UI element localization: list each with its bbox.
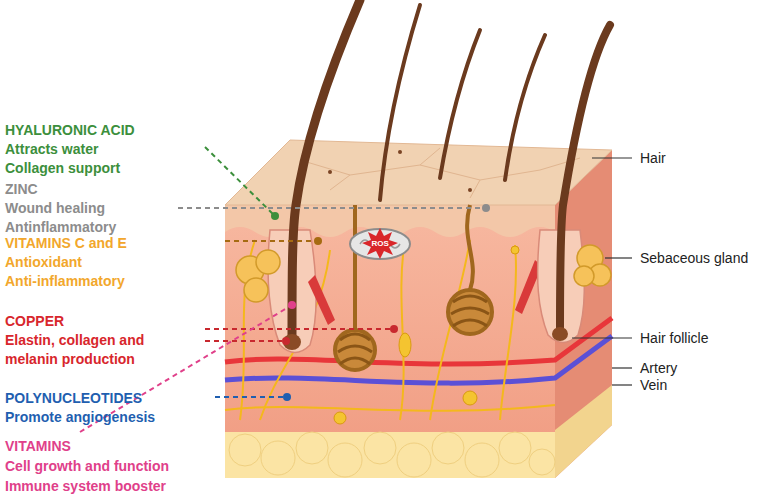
hair-shaft: [380, 5, 420, 200]
coil-lines: [338, 334, 372, 364]
pores: [328, 150, 472, 192]
ingredient-name: HYALURONIC ACID: [5, 121, 135, 140]
leader-copper-1: [205, 328, 394, 330]
fat-cell: [296, 432, 328, 464]
ros-burst: [362, 228, 398, 259]
hair-shaft: [292, 0, 360, 340]
ingredient-effect: Collagen support: [5, 159, 120, 178]
leader-vitamins-ce: [225, 240, 318, 242]
leader-artery: [612, 367, 632, 368]
nerve-endings: [334, 246, 519, 424]
fat-cell: [432, 432, 464, 464]
leader-dot: [283, 393, 291, 401]
ingredient-name: VITAMINS: [5, 437, 71, 456]
fat-cell: [499, 432, 531, 464]
pore: [398, 150, 402, 154]
coil-lines: [451, 296, 489, 326]
fat-cell: [397, 443, 431, 477]
leader-polynucleotides: [215, 396, 287, 398]
vein: [225, 336, 612, 383]
ingredient-effect: Elastin, collagen and melanin production: [5, 331, 190, 369]
ingredient-name: VITAMINS C and E: [5, 234, 127, 253]
ingredient-effect: Promote angiogenesis: [5, 408, 155, 427]
nerve: [225, 405, 555, 411]
hair-shaft: [440, 30, 480, 178]
part-name: Vein: [640, 376, 667, 395]
ingredient-effect: Attracts water: [5, 140, 98, 159]
nerve-ending: [463, 391, 477, 405]
nerve: [400, 240, 405, 420]
dermis-layer: [225, 212, 555, 478]
ingredient-name: ZINC: [5, 180, 38, 199]
fat-cell: [529, 449, 555, 475]
leader-vein: [612, 384, 632, 385]
gland-lobe: [256, 250, 280, 274]
ingredient-name: COPPER: [5, 312, 64, 331]
hair-shaft: [505, 35, 545, 180]
fat-cell: [364, 432, 396, 464]
part-name: Sebaceous gland: [640, 249, 748, 268]
hair-shaft: [560, 25, 610, 332]
leader-dot: [288, 301, 296, 309]
leader-dot: [314, 237, 322, 245]
ingredient-effect: Antinflammatory: [5, 218, 116, 237]
sebaceous-gland-left: [236, 250, 280, 302]
thin-hairs: [380, 5, 545, 200]
sweat-coil: [448, 290, 492, 334]
fat-cell: [261, 441, 295, 475]
leader-dots: [271, 204, 490, 401]
leader-dot: [482, 204, 490, 212]
leader-lines: [80, 147, 486, 432]
fat-cell: [229, 434, 261, 466]
part-name: Hair: [640, 149, 666, 168]
ros-label: ROS: [372, 239, 389, 249]
arrector-muscle: [308, 275, 335, 325]
sweat-duct: [353, 205, 357, 330]
sebaceous-gland-right: [574, 245, 611, 286]
sweat-coil: [335, 330, 375, 370]
part-name: Hair follicle: [640, 329, 708, 348]
ingredient-name: POLYNUCLEOTIDES: [5, 389, 142, 408]
fat-cell: [465, 443, 499, 477]
hair-bulb: [283, 334, 301, 350]
ingredient-effect: Cell growth and function: [5, 457, 169, 476]
leader-copper-2: [205, 340, 286, 342]
gland-lobe: [244, 278, 268, 302]
nerve-ending: [399, 333, 411, 357]
hypodermis: [225, 432, 555, 478]
skin-surface: [225, 140, 612, 205]
nerve: [500, 245, 516, 420]
hair-bulb: [552, 327, 568, 341]
mitochondrion: [350, 229, 410, 259]
gland-lobe: [574, 266, 594, 286]
leader-hair: [592, 157, 632, 158]
sweat-duct: [467, 205, 473, 290]
leader-zinc: [178, 207, 486, 209]
nerve-ending: [334, 412, 346, 424]
leader-follicle: [572, 337, 632, 338]
part-leaders: [572, 158, 632, 385]
ingredient-effect: Anti-inflammatory: [5, 272, 125, 291]
pore: [328, 170, 332, 174]
sweat-glands: [335, 205, 492, 370]
fat-cell: [328, 443, 362, 477]
leader-dot: [271, 212, 279, 220]
leader-dot: [390, 325, 398, 333]
nerve-ending: [511, 246, 519, 254]
pore: [468, 188, 472, 192]
part-name: Artery: [640, 359, 677, 378]
fat-cells: [225, 432, 555, 478]
leader-sebaceous: [605, 257, 632, 258]
ingredient-effect: Immune system booster: [5, 477, 166, 496]
leader-dot: [282, 337, 290, 345]
ingredient-effect: Antioxidant: [5, 253, 82, 272]
leader-hyaluronic: [205, 147, 275, 216]
fat-side-face: [555, 385, 612, 478]
ingredient-effect: Wound healing: [5, 199, 105, 218]
